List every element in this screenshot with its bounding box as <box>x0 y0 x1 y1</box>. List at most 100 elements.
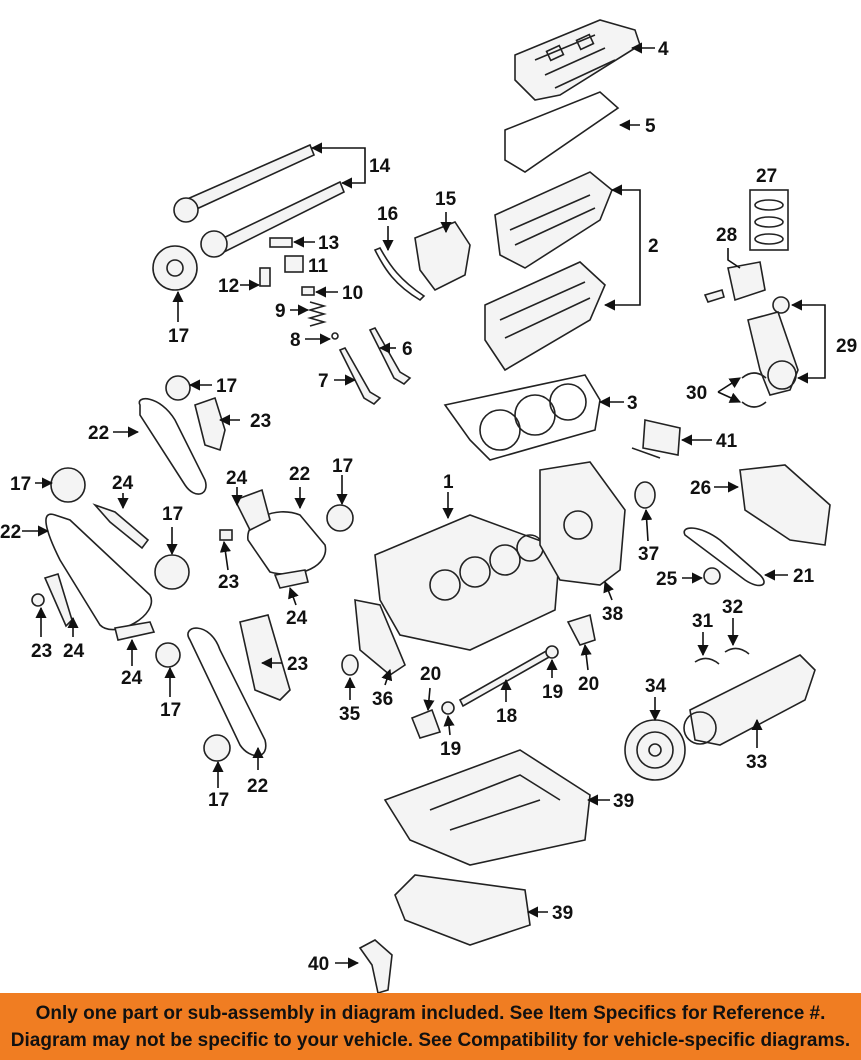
callout-10: 10 <box>342 283 363 304</box>
crankshaft <box>683 654 816 746</box>
piston-rings <box>749 189 789 251</box>
callout-19: 19 <box>542 682 563 703</box>
callout-9: 9 <box>275 301 286 322</box>
callout-23: 23 <box>250 411 271 432</box>
exhaust-valve <box>338 346 382 406</box>
callout-28: 28 <box>716 225 737 246</box>
leader-lines <box>22 42 826 969</box>
callout-22: 22 <box>247 776 268 797</box>
valve-keeper <box>301 286 315 296</box>
callout-17: 17 <box>160 700 181 721</box>
shaft-bearing <box>566 613 596 646</box>
callout-30: 30 <box>686 383 707 404</box>
callout-labels: 4 5 14 15 16 13 11 12 10 9 8 6 7 17 17 1… <box>0 39 857 975</box>
callout-24: 24 <box>121 668 143 689</box>
crank-pulley <box>624 719 686 781</box>
connecting-rod <box>747 296 799 396</box>
callout-39: 39 <box>613 791 634 812</box>
callout-17: 17 <box>10 474 31 495</box>
valve-seal <box>331 332 339 340</box>
oil-pickup-tube <box>358 939 393 995</box>
valve-cover <box>514 19 641 101</box>
rocker-arm <box>269 237 293 248</box>
callout-4: 4 <box>658 39 669 60</box>
callout-11: 11 <box>308 256 329 277</box>
callout-15: 15 <box>435 189 457 210</box>
guide-center-lower <box>273 569 309 589</box>
chain-guide-left <box>92 503 150 550</box>
callout-23: 23 <box>218 572 239 593</box>
valve-cover-gasket <box>504 91 620 173</box>
callout-17: 17 <box>168 326 189 347</box>
callout-23: 23 <box>31 641 52 662</box>
callout-29: 29 <box>836 336 857 357</box>
timing-cover <box>539 461 626 586</box>
callout-34: 34 <box>645 676 667 697</box>
callout-17: 17 <box>162 504 183 525</box>
callout-12: 12 <box>218 276 239 297</box>
accessory-belt <box>683 527 765 587</box>
camshaft-sprocket-2 <box>165 375 191 401</box>
callout-41: 41 <box>716 431 738 452</box>
callout-32: 32 <box>722 597 743 618</box>
shaft-seal <box>545 645 559 659</box>
callout-20: 20 <box>420 664 441 685</box>
callout-20: 20 <box>578 674 599 695</box>
timing-chain-left <box>45 513 153 631</box>
callout-24: 24 <box>226 468 248 489</box>
valve-spring <box>307 301 327 327</box>
callout-22: 22 <box>289 464 310 485</box>
callout-14: 14 <box>369 156 391 177</box>
callout-38: 38 <box>602 604 623 625</box>
callout-13: 13 <box>318 233 339 254</box>
callout-24: 24 <box>286 608 308 629</box>
callout-21: 21 <box>793 566 815 587</box>
callout-2: 2 <box>648 236 659 257</box>
callout-6: 6 <box>402 339 413 360</box>
callout-1: 1 <box>443 472 454 493</box>
guide-rail <box>114 621 156 641</box>
engine-block <box>374 514 561 651</box>
disclaimer-line-2: Diagram may not be specific to your vehi… <box>10 1029 851 1051</box>
callout-22: 22 <box>0 522 21 543</box>
camshaft-sprocket <box>152 245 198 291</box>
tensioner-center <box>219 529 233 541</box>
chain-guide-lower <box>239 614 291 701</box>
callout-39: 39 <box>552 903 573 924</box>
sprocket-center <box>326 504 354 532</box>
callout-8: 8 <box>290 330 301 351</box>
callout-3: 3 <box>627 393 638 414</box>
tensioner-rail <box>43 572 73 628</box>
callout-5: 5 <box>645 116 656 137</box>
chain-tensioner <box>194 396 226 452</box>
disclaimer-banner: Only one part or sub-assembly in diagram… <box>0 993 861 1060</box>
timing-chain-lower <box>187 627 267 757</box>
callout-19: 19 <box>440 739 461 760</box>
callout-33: 33 <box>746 752 767 773</box>
main-bearing <box>694 657 720 665</box>
idler-pulley <box>703 567 721 585</box>
callout-18: 18 <box>496 706 517 727</box>
timing-cover-upper <box>414 221 471 292</box>
camshafts <box>173 143 346 258</box>
head-gasket <box>443 374 601 461</box>
callout-17: 17 <box>216 376 237 397</box>
disclaimer-line-1: Only one part or sub-assembly in diagram… <box>35 1002 826 1024</box>
exploded-parts-diagram: 4 5 14 15 16 13 11 12 10 9 8 6 7 17 17 1… <box>0 19 857 995</box>
upper-oil-pan <box>383 749 591 866</box>
front-seal <box>634 481 656 509</box>
callout-27: 27 <box>756 166 777 187</box>
oil-seal <box>341 654 359 676</box>
callout-16: 16 <box>377 204 398 225</box>
callout-35: 35 <box>339 704 361 725</box>
crank-sprocket <box>50 467 86 503</box>
oil-cooler <box>631 419 681 459</box>
callout-23: 23 <box>287 654 308 675</box>
callout-17: 17 <box>332 456 353 477</box>
oil-pump-cover <box>354 599 406 676</box>
callout-26: 26 <box>690 478 711 499</box>
callout-17: 17 <box>208 790 229 811</box>
shim <box>284 255 304 273</box>
callout-24: 24 <box>112 473 134 494</box>
callout-22: 22 <box>88 423 109 444</box>
